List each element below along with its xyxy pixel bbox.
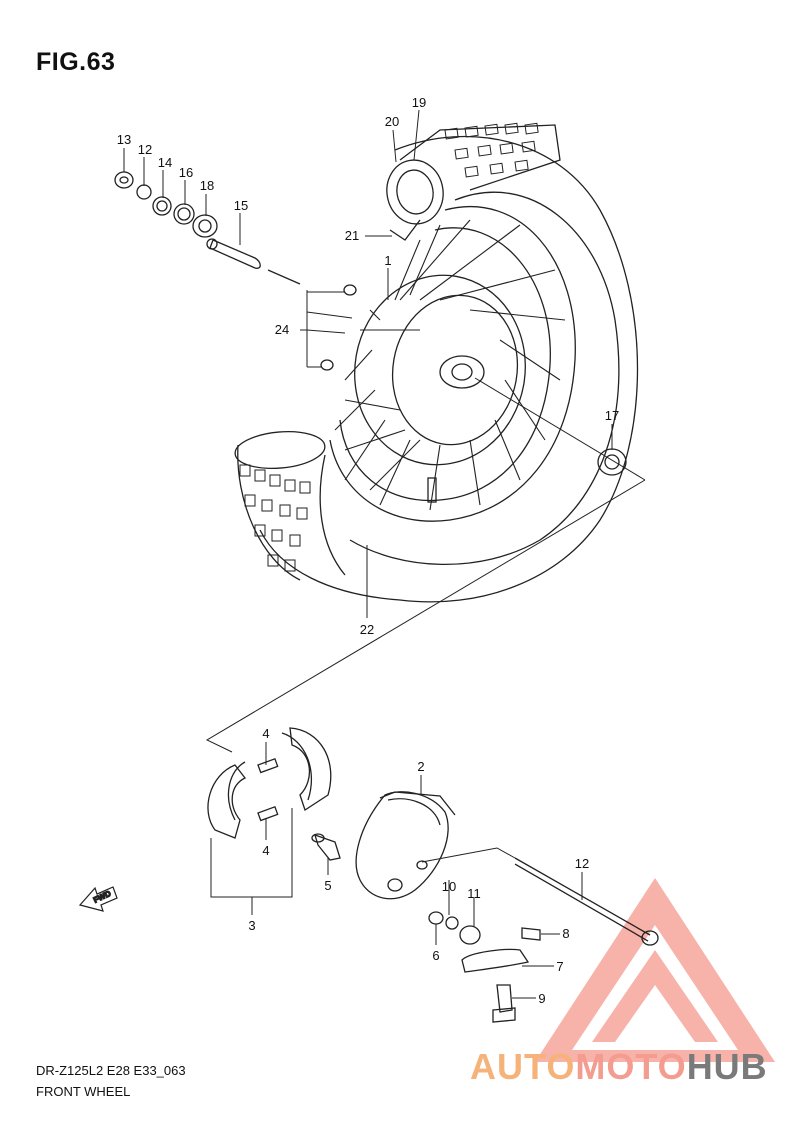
callout-9: 9 xyxy=(538,991,545,1006)
callout-10: 10 xyxy=(442,879,456,894)
washer-13 xyxy=(136,184,152,200)
nut-14 xyxy=(114,171,134,189)
fwd-arrow-icon xyxy=(78,886,118,912)
callout-8: 8 xyxy=(562,926,569,941)
cam-lever-7 xyxy=(461,948,530,973)
figure-title: FIG.63 xyxy=(36,48,116,76)
callout-6: 6 xyxy=(432,948,439,963)
callout-15: 14 xyxy=(158,155,172,170)
callout-19: 18 xyxy=(200,178,214,193)
callout-17: 16 xyxy=(179,165,193,180)
callout-2: 2 xyxy=(417,759,424,774)
figure-name: FRONT WHEEL xyxy=(36,1084,131,1099)
seal-10 xyxy=(445,916,459,930)
wheel-assembly xyxy=(234,122,639,603)
leader-lines-upper xyxy=(123,109,646,753)
bearing-19 xyxy=(192,214,218,238)
callout-12: 12 xyxy=(575,856,589,871)
watermark-part-moto: MOTO xyxy=(575,1046,687,1087)
watermark-part-auto: AUTO xyxy=(470,1046,576,1087)
tread-bottom xyxy=(239,464,311,572)
nut-8 xyxy=(521,927,541,941)
leader-lines-lower xyxy=(210,742,583,999)
axle-left-parts xyxy=(114,171,301,285)
spacer-16 xyxy=(209,239,261,269)
callout-22: 21 xyxy=(345,228,359,243)
spokes xyxy=(334,219,566,511)
callout-3: 3 xyxy=(248,918,255,933)
callout-14: 13 xyxy=(117,132,131,147)
callout-4a: 4 xyxy=(262,726,269,741)
callout-23: 22 xyxy=(360,622,374,637)
figure-code: DR-Z125L2 E28 E33_063 xyxy=(36,1063,186,1078)
brake-shoes xyxy=(207,727,332,839)
callout-7: 7 xyxy=(556,959,563,974)
tread-top xyxy=(444,122,539,178)
bolt-9 xyxy=(496,984,513,1013)
callout-4b: 4 xyxy=(262,843,269,858)
callout-24: 24 xyxy=(275,322,289,337)
indicator-11 xyxy=(459,925,481,945)
callout-20: 19 xyxy=(412,95,426,110)
callout-1: 1 xyxy=(384,253,391,268)
callout-13: 12 xyxy=(138,142,152,157)
callouts: 19 20 13 12 14 16 18 15 21 1 24 17 22 4 … xyxy=(117,95,619,1006)
watermark-triangle-icon xyxy=(535,878,775,1062)
bearing-17 xyxy=(173,203,195,225)
cam-5 xyxy=(311,833,341,861)
watermark-logo: AUTOMOTOHUB xyxy=(470,1046,768,1088)
callout-16: 15 xyxy=(234,198,248,213)
callout-11: 11 xyxy=(467,886,481,901)
washer-6 xyxy=(428,911,444,925)
watermark-part-hub: HUB xyxy=(686,1046,768,1087)
callout-5: 5 xyxy=(324,878,331,893)
callout-18: 17 xyxy=(605,408,619,423)
brake-panel xyxy=(355,791,456,900)
seal-15 xyxy=(152,196,172,216)
callout-21: 20 xyxy=(385,114,399,129)
